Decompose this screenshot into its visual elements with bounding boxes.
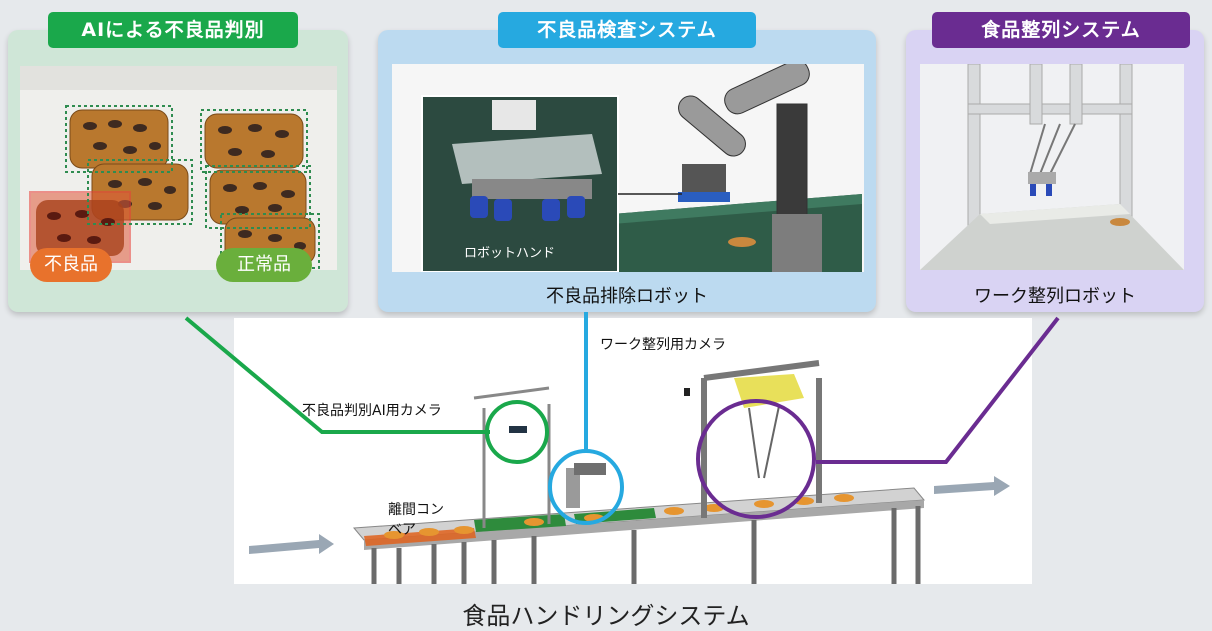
robot-arm-illustration — [392, 64, 864, 272]
bread-illustration — [20, 66, 337, 270]
bread-photo — [20, 66, 337, 270]
page-title: 食品ハンドリングシステム — [462, 602, 750, 630]
alignment-caption: ワーク整列ロボット — [974, 286, 1136, 307]
system-illustration — [234, 318, 1032, 584]
system-diagram: ワーク整列用カメラ 不良品判別AI用カメラ 離間コンベア — [234, 318, 1032, 584]
defective-badge: 不良品 — [30, 248, 112, 282]
delta-robot-illustration — [920, 64, 1184, 270]
alignment-panel: ワーク整列ロボット — [906, 30, 1204, 312]
ai-panel-tag: AIによる不良品判別 — [48, 12, 298, 48]
normal-badge: 正常品 — [216, 248, 312, 282]
conveyor-label: 離間コンベア — [388, 502, 444, 538]
inspection-caption: 不良品排除ロボット — [546, 286, 708, 307]
ai-panel: 不良品 正常品 — [8, 30, 348, 312]
align-camera-label: ワーク整列用カメラ — [600, 337, 726, 353]
inspection-panel-tag: 不良品検査システム — [498, 12, 756, 48]
alignment-photo — [920, 64, 1184, 270]
ai-camera-label: 不良品判別AI用カメラ — [302, 403, 442, 419]
alignment-panel-tag: 食品整列システム — [932, 12, 1190, 48]
inspection-panel: ロボットハンド 不良品排除ロボット — [378, 30, 876, 312]
robot-hand-label: ロボットハンド — [464, 246, 556, 261]
inspection-photo: ロボットハンド — [392, 64, 864, 272]
